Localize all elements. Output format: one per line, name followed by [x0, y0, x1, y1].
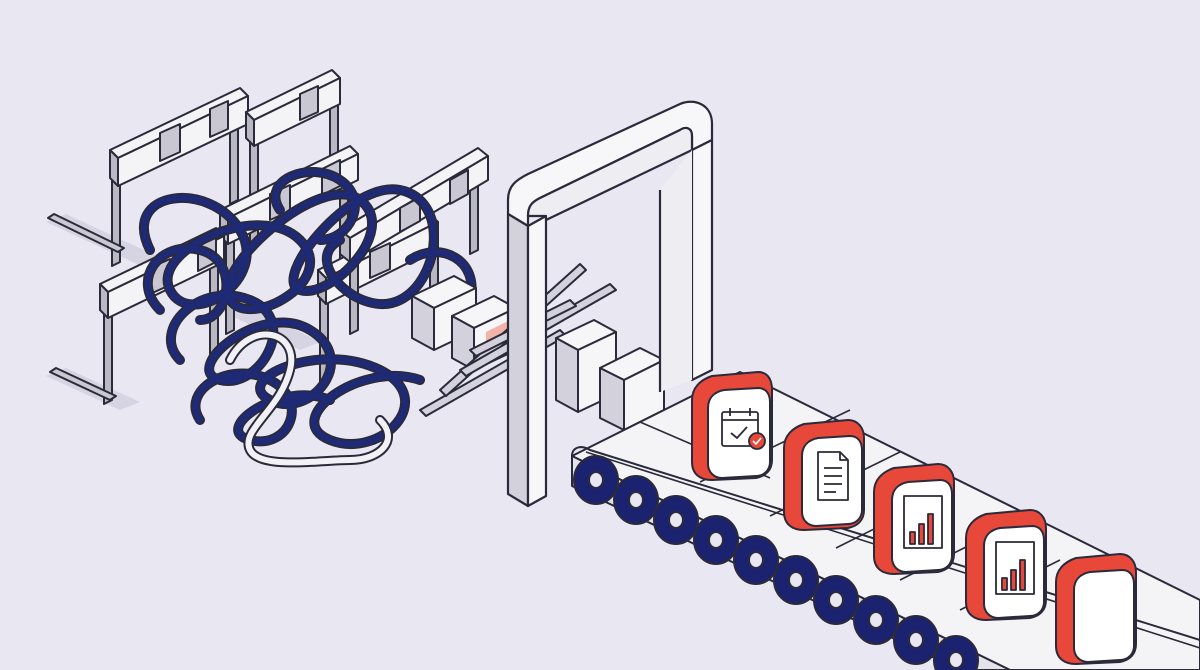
- block-c: [555, 319, 617, 413]
- hurdle-1: [47, 87, 249, 267]
- roller: [653, 495, 699, 545]
- output-tiles: [691, 371, 1137, 665]
- bar-chart-icon: [995, 541, 1035, 595]
- tile-document: [783, 419, 865, 531]
- roller: [933, 635, 979, 670]
- tangled-cables: [139, 167, 477, 468]
- conveyor-rollers: [573, 455, 979, 670]
- roller: [853, 595, 899, 645]
- roller: [573, 455, 619, 505]
- tile-bar-chart-1: [873, 463, 955, 575]
- tile-calendar: [691, 371, 773, 481]
- light-cable: [225, 329, 393, 468]
- bar-chart-icon: [903, 495, 943, 549]
- tile-bar-chart-2: [965, 509, 1047, 621]
- roller: [893, 615, 939, 665]
- roller: [773, 555, 819, 605]
- roller: [613, 475, 659, 525]
- roller: [693, 515, 739, 565]
- block-d: [599, 347, 665, 431]
- scanner-gate: [506, 100, 714, 508]
- document-icon: [817, 451, 849, 501]
- calendar-check-icon: [721, 408, 766, 450]
- roller: [733, 535, 779, 585]
- roller: [813, 575, 859, 625]
- tile-blank: [1055, 553, 1137, 665]
